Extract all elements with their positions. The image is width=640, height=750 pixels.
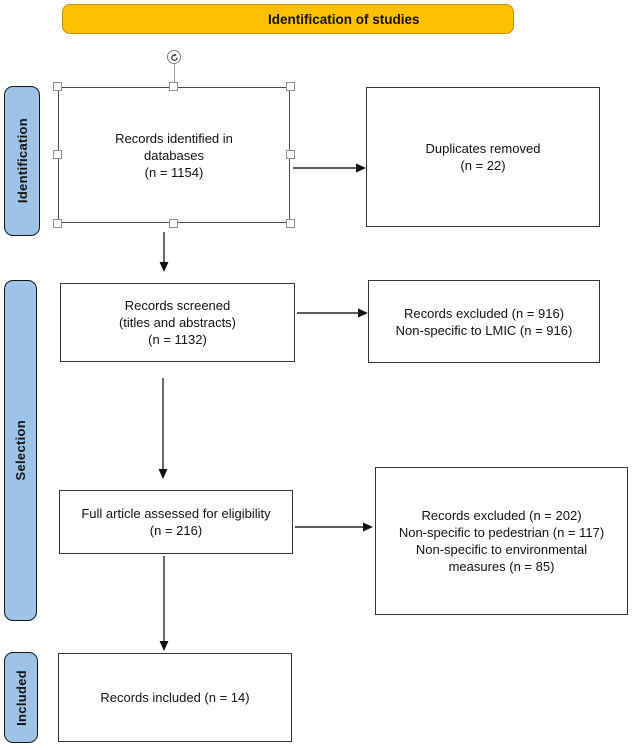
arrow-screened-to-excluded: [297, 308, 368, 318]
box-text-line: Records excluded (n = 202): [421, 508, 582, 523]
rotate-handle-stem: [173, 64, 175, 83]
selection-handle-n[interactable]: [169, 82, 178, 91]
selected-shape-records-identified[interactable]: Records identified in databases (n = 115…: [53, 50, 295, 228]
selection-handle-ne[interactable]: [286, 82, 295, 91]
stage-selection[interactable]: Selection: [4, 280, 37, 621]
box-records-screened[interactable]: Records screened (titles and abstracts) …: [60, 283, 295, 362]
arrow-fulltext-to-excluded: [295, 522, 373, 532]
box-text-line: Full article assessed for eligibility: [81, 506, 271, 521]
box-text-line: Duplicates removed: [425, 141, 541, 156]
rotate-handle-icon[interactable]: [167, 50, 181, 64]
selection-handle-e[interactable]: [286, 150, 295, 159]
stage-included-label: Included: [13, 669, 29, 726]
box-text-line: databases: [144, 147, 204, 163]
arrow-identified-to-screened: [159, 232, 169, 272]
box-records-excluded-screening[interactable]: Records excluded (n = 916) Non-specific …: [368, 280, 600, 363]
selection-handle-nw[interactable]: [53, 82, 62, 91]
box-text-line: (n = 216): [149, 523, 203, 538]
stage-selection-label: Selection: [13, 420, 28, 481]
selection-handle-se[interactable]: [286, 219, 295, 228]
box-text-line: Records screened: [124, 298, 231, 313]
stage-identification[interactable]: Identification: [4, 86, 40, 236]
box-text-line: (n = 22): [460, 158, 506, 173]
box-text-line: Records included (n = 14): [100, 690, 250, 705]
box-text-line: Records identified in: [115, 130, 233, 146]
selection-handle-w[interactable]: [53, 150, 62, 159]
box-text-line: (n = 1154): [144, 164, 204, 180]
box-text-line: Records excluded (n = 916): [403, 305, 565, 321]
selection-handle-s[interactable]: [169, 219, 178, 228]
clockwise-arrow-icon: [170, 52, 178, 61]
box-text-line: Non-specific to LMIC (n = 916): [395, 322, 573, 338]
box-text-line: Non-specific to environmental: [415, 542, 588, 557]
box-full-article-assessed[interactable]: Full article assessed for eligibility (n…: [59, 490, 293, 554]
box-records-included[interactable]: Records included (n = 14): [58, 653, 292, 742]
stage-included[interactable]: Included: [4, 652, 38, 743]
box-text-line: Non-specific to pedestrian (n = 117): [398, 525, 605, 540]
arrow-screened-to-fulltext: [158, 378, 168, 479]
box-text-line: (titles and abstracts): [118, 315, 237, 330]
arrow-identified-to-duplicates: [293, 163, 366, 173]
banner-identification-of-studies[interactable]: Identification of studies: [62, 4, 514, 34]
arrow-fulltext-to-included: [159, 556, 169, 651]
box-records-identified[interactable]: Records identified in databases (n = 115…: [58, 87, 290, 223]
box-text-line: (n = 1132): [148, 332, 207, 347]
box-duplicates-removed[interactable]: Duplicates removed (n = 22): [366, 87, 600, 227]
box-records-excluded-fulltext[interactable]: Records excluded (n = 202) Non-specific …: [375, 467, 628, 615]
box-text-line: measures (n = 85): [448, 559, 555, 574]
selection-handle-sw[interactable]: [53, 219, 62, 228]
banner-label: Identification of studies: [268, 11, 420, 27]
stage-identification-label: Identification: [14, 118, 30, 204]
